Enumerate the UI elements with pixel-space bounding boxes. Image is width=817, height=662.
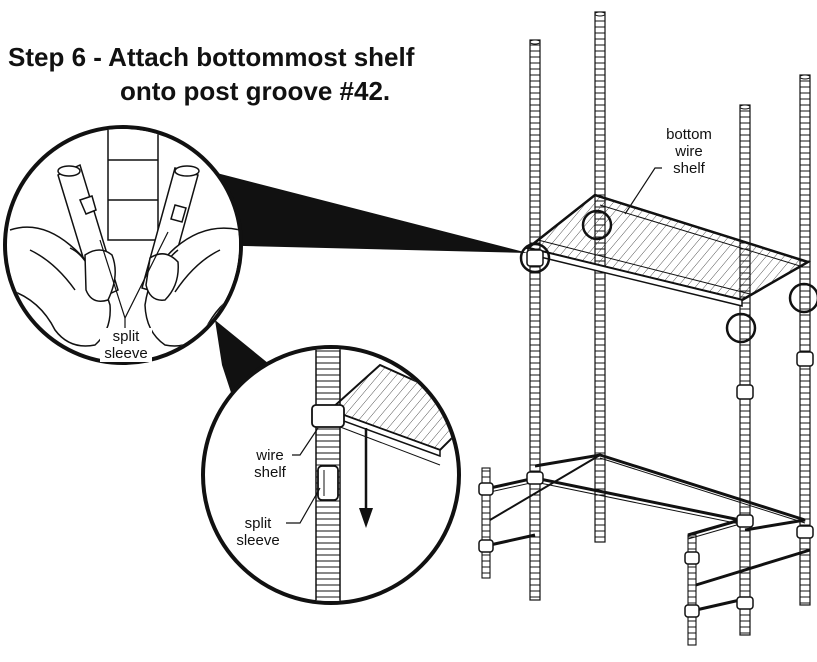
post-front-right [739,104,751,636]
post-cap [799,74,811,80]
label-line: wire [675,143,703,160]
post-cap [739,104,751,110]
step-title: Step 6 - Attach bottommost shelf onto po… [8,40,478,108]
label-line: split [112,328,140,345]
label-line: sleeve [236,532,280,549]
post-cap [529,39,541,45]
label-split-sleeve-detail: split sleeve [230,515,286,549]
step-title-line2: onto post groove #42. [120,76,391,106]
leader-bottom-wire-shelf [624,167,662,215]
detail-circle-hands [3,125,243,365]
label-line: split [244,515,272,532]
post-back-left [594,11,606,543]
highlight-circle [581,209,613,241]
highlight-circle [725,312,757,344]
highlight-circle [519,242,551,274]
detail-circle-post [201,345,461,605]
highlight-circle [788,282,817,314]
label-line: shelf [673,160,705,177]
post-cap [594,11,606,17]
label-line: sleeve [104,345,148,362]
step-title-line1: Step 6 - Attach bottommost shelf [8,42,415,72]
label-line: wire [256,447,284,464]
label-wire-shelf: wire shelf [248,447,292,481]
frame-post-left [481,467,491,579]
shelving-unit [478,11,814,646]
label-line: shelf [254,464,286,481]
label-bottom-wire-shelf: bottom wire shelf [662,126,716,177]
label-line: bottom [666,126,712,143]
post-front-left [529,39,541,601]
label-split-sleeve-hands: split sleeve [100,328,152,362]
callout-wedge-top [205,170,528,253]
